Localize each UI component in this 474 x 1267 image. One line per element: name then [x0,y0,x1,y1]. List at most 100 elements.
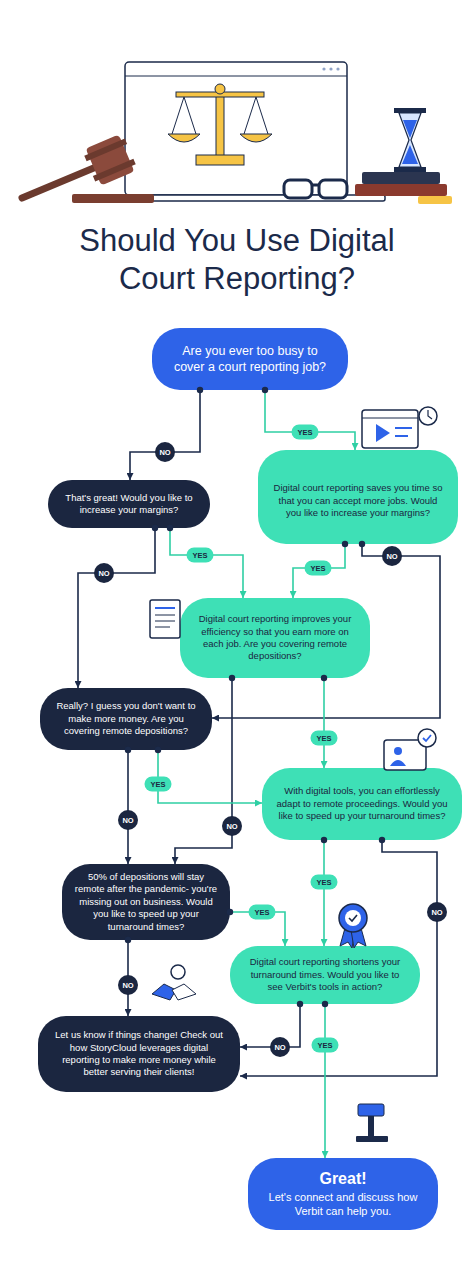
diagram-title: Should You Use Digital Court Reporting? [52,222,422,298]
flow-connector [240,1004,300,1047]
badge-center [345,910,361,926]
gavel-head [86,135,135,186]
edge-label: NO [270,1037,290,1057]
scales-beam [176,92,264,97]
document-line [155,615,175,616]
decision-box-teal: Digital court reporting improves your ef… [180,598,370,678]
edge-label: NO [94,563,114,583]
gavel-illustration [22,133,154,203]
flow-connector [170,528,243,598]
badge-ribbon [340,928,355,948]
glasses-bridge [312,184,319,187]
scales-illustration [168,84,272,165]
edge-label: YES [310,875,337,890]
flow-connector [293,544,345,598]
hourglass-sand [402,120,418,164]
node-text: Really? I guess you don't want to make m… [54,700,198,737]
node-text: Digital court reporting shortens your tu… [244,956,406,993]
decision-box-dark: Let us know if things change! Check out … [38,1016,240,1092]
flow-connector [158,750,262,803]
play-triangle [376,424,390,442]
node-text: Are you ever too busy to cover a court r… [168,343,332,376]
node-text: Digital court reporting saves you time s… [272,482,444,519]
screen-bar [125,76,347,77]
decision-box-teal: With digital tools, you can effortlessly… [262,768,462,840]
video-line [395,435,408,437]
decision-box-dark: That's great! Would you like to increase… [48,480,210,528]
book [362,172,440,184]
scales-pan [240,134,272,142]
node-text: Let us know if things change! Check out … [52,1029,226,1078]
glasses-illustration [284,180,347,198]
video-line [395,427,412,429]
sound-block [72,194,154,203]
edge-label: NO [155,442,175,462]
flow-connector [323,678,325,768]
book [355,184,447,196]
node-text: Great! [319,1169,366,1190]
small-gavel-icon [356,1104,388,1142]
edge-label: YES [304,561,331,576]
edge-label: YES [311,1038,338,1053]
person-head [394,747,402,755]
clock-face [419,407,437,425]
gavel-handle [368,1116,374,1136]
award-icon [339,904,367,948]
node-text: Digital court reporting improves your ef… [194,613,356,662]
edge-label: YES [186,548,213,563]
node-text: 50% of depositions will stay remote afte… [74,871,218,933]
window-dot [336,67,339,70]
flow-connector [130,390,200,480]
decision-box-teal: Digital court reporting saves you time s… [258,450,458,544]
glasses-lens [284,180,312,198]
video-frame [362,410,418,448]
edge-label: NO [382,546,402,566]
document-icon [150,600,180,638]
flow-connector [78,528,155,688]
check-badge [418,729,436,747]
laptop-screen [125,62,347,195]
hourglass-cap [394,108,426,113]
scales-pillar [216,95,224,157]
laptop-illustration [95,62,385,201]
glasses-lens [319,180,347,198]
terminal-box: Are you ever too busy to cover a court r… [152,328,348,390]
edge-label: NO [118,975,138,995]
video-icon [362,407,437,448]
flow-connector [265,390,355,450]
scales-base [196,155,244,165]
hourglass-cap [394,167,426,172]
hourglass-illustration [394,108,426,172]
handshake-icon [152,965,196,1000]
badge-check [349,915,357,921]
laptop-base [95,195,385,201]
document-line [155,607,175,609]
decision-box-dark: 50% of depositions will stay remote afte… [62,864,230,940]
scales-string [244,97,268,134]
edge-label: YES [291,425,318,440]
flow-connector [127,750,129,864]
hand [152,984,176,1000]
edge-label: YES [144,777,171,792]
badge-disc [339,904,367,932]
decision-box-dark: Really? I guess you don't want to make m… [40,688,212,750]
video-bar [362,418,418,419]
edge-label: YES [310,731,337,746]
person-check-icon [384,729,436,770]
hand [172,984,196,1000]
edge-label: NO [427,902,447,922]
edge-label: NO [118,810,138,830]
flow-connector [324,1004,326,1158]
document-page [150,600,180,638]
clock-hands [428,410,432,419]
scales-string [172,97,196,134]
scales-top [215,84,225,94]
person-body [390,760,406,766]
edge-label: NO [222,816,242,836]
edge-label: YES [248,905,275,920]
gavel-band [93,159,136,182]
terminal-box: Great!Let's connect and discuss how Verb… [248,1158,438,1230]
monitor-frame [384,740,426,770]
node-text: With digital tools, you can effortlessly… [276,785,448,822]
